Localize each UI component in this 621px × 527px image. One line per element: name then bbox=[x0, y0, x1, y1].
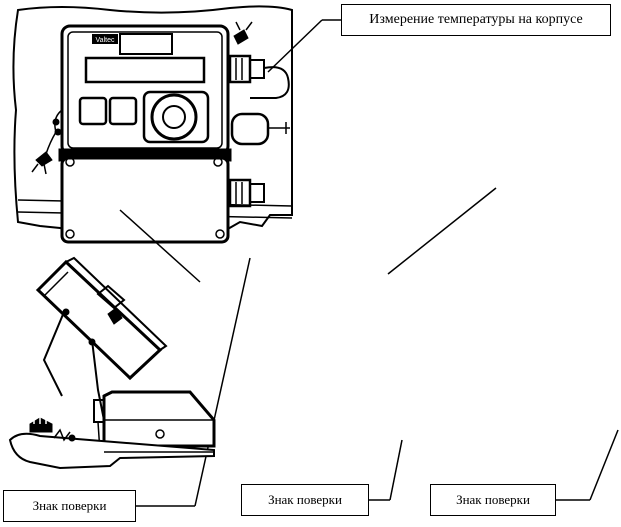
base-plate bbox=[8, 432, 215, 470]
meter-button-right bbox=[108, 96, 138, 126]
meter-front-view: Valtec bbox=[12, 5, 293, 244]
seal-left-top bbox=[35, 151, 53, 167]
callout-housing-temperature: Измерение температуры на корпусе bbox=[341, 4, 611, 36]
meter-display bbox=[84, 56, 206, 84]
meter-button-left bbox=[78, 96, 108, 126]
callout-seal-3: Знак поверки bbox=[430, 484, 556, 516]
temperature-sensor bbox=[230, 112, 270, 146]
seal-tilted-body bbox=[107, 307, 123, 325]
seal-top-right bbox=[233, 29, 249, 45]
meter-side-view bbox=[8, 256, 216, 470]
meter-tilted-body bbox=[35, 259, 163, 381]
callout-seal-2: Знак поверки bbox=[241, 484, 369, 516]
meter-terminal-cover bbox=[60, 156, 230, 244]
svg-text:Valtec: Valtec bbox=[96, 37, 115, 44]
callout-seal-1: Знак поверки bbox=[3, 490, 136, 522]
leader-lines bbox=[119, 19, 619, 507]
meter-round-button bbox=[150, 93, 198, 141]
